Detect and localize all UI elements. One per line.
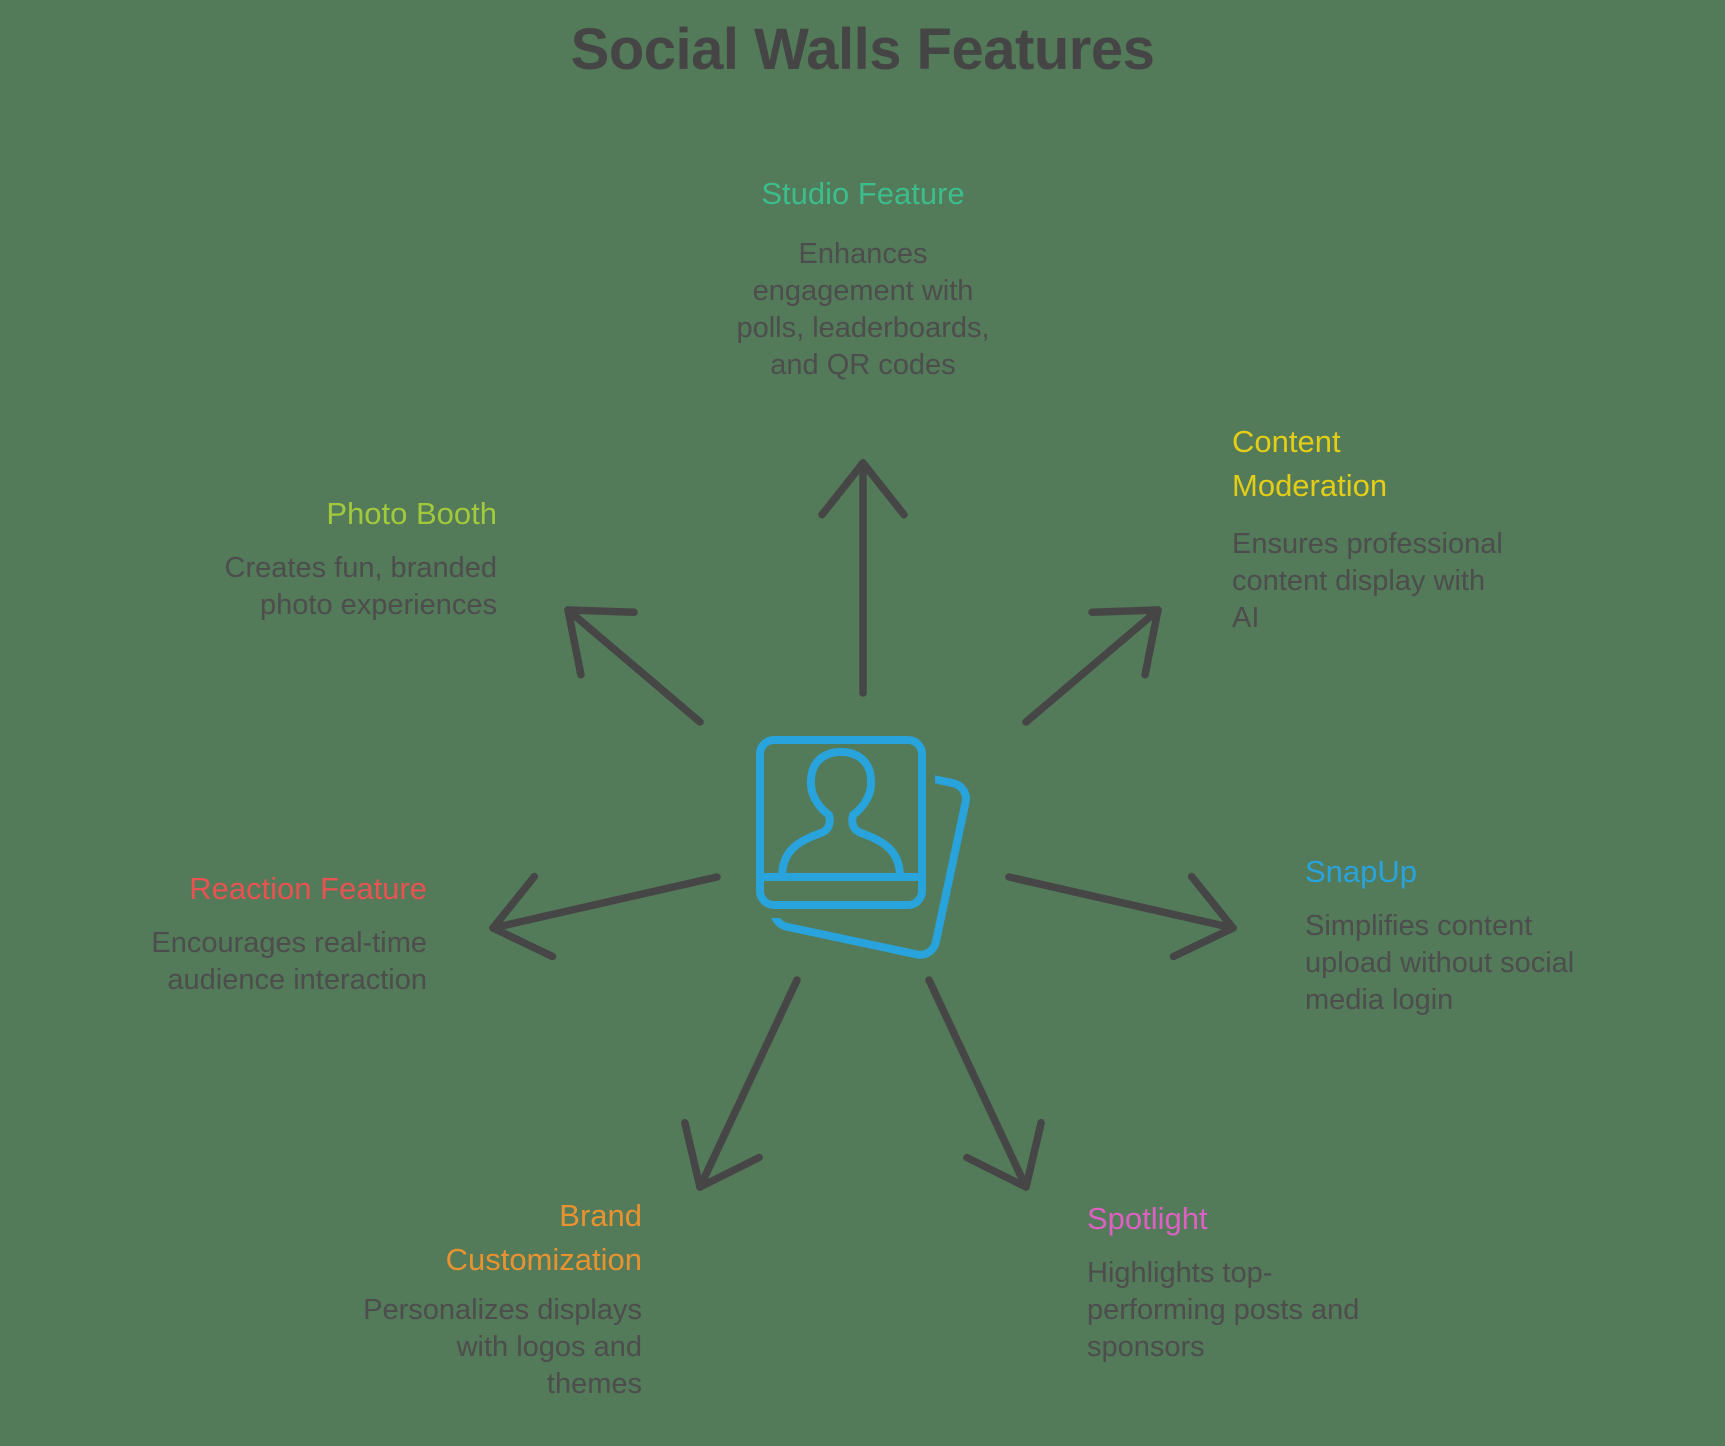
feature-title: Reaction Feature	[189, 871, 427, 906]
radial-arrow	[1022, 606, 1162, 726]
feature-title: Brand Customization	[445, 1198, 642, 1278]
feature-title: Photo Booth	[326, 496, 497, 531]
feature-title: Studio Feature	[761, 176, 965, 211]
feature-snapup: SnapUp Simplifies content upload without…	[1305, 850, 1655, 1019]
photo-stack-icon	[747, 727, 970, 959]
feature-description: Encourages real-time audience interactio…	[151, 927, 427, 997]
feature-title: SnapUp	[1305, 854, 1418, 889]
feature-description: Personalizes displays with logos and the…	[363, 1294, 642, 1401]
feature-photo-booth: Photo Booth Creates fun, branded photo e…	[137, 492, 497, 624]
feature-reaction-feature: Reaction Feature Encourages real-time au…	[27, 867, 427, 999]
radial-arrow	[1005, 872, 1237, 961]
feature-title: Spotlight	[1087, 1201, 1208, 1236]
person-silhouette	[778, 748, 904, 881]
radial-arrow	[564, 606, 704, 726]
radial-arrow	[818, 459, 908, 697]
radial-arrow	[489, 872, 721, 961]
feature-content-moderation: Content Moderation Ensures professional …	[1232, 420, 1572, 637]
radial-arrow	[681, 976, 801, 1191]
feature-title: Content Moderation	[1232, 424, 1388, 504]
feature-brand-customization: Brand Customization Personalizes display…	[282, 1194, 642, 1403]
feature-studio-feature: Studio Feature Enhances engagement with …	[583, 172, 1143, 384]
feature-description: Enhances engagement with polls, leaderbo…	[736, 238, 990, 382]
radial-arrow	[925, 976, 1045, 1191]
feature-description: Simplifies content upload without social…	[1305, 910, 1575, 1017]
feature-description: Ensures professional content display wit…	[1232, 528, 1503, 635]
radial-arrows	[489, 459, 1237, 1191]
front-photo-frame	[756, 736, 926, 909]
page-title: Social Walls Features	[570, 17, 1155, 82]
feature-description: Creates fun, branded photo experiences	[224, 552, 497, 622]
feature-description: Highlights top- performing posts and spo…	[1087, 1257, 1360, 1364]
feature-spotlight: Spotlight Highlights top- performing pos…	[1087, 1197, 1437, 1366]
